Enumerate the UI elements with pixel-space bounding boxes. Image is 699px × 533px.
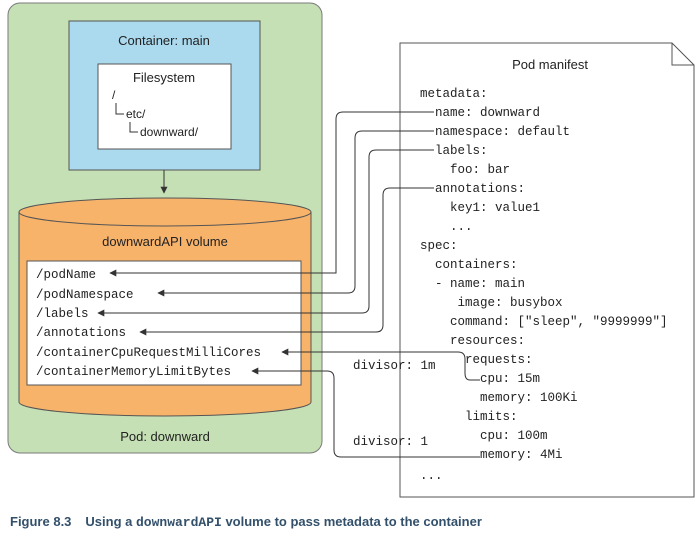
connector-memory-limit-to-memory-file xyxy=(251,367,480,458)
yaml-line: labels: xyxy=(420,144,488,158)
yaml-line: ... xyxy=(420,220,473,234)
yaml-line: memory: 100Ki xyxy=(420,391,578,405)
yaml-line: requests: xyxy=(420,353,533,367)
filesystem-box xyxy=(97,63,232,150)
connector-namespace-to-podnamespace xyxy=(157,130,434,297)
yaml-line: annotations: xyxy=(420,182,525,196)
filesystem-root: / xyxy=(112,88,116,102)
file-podnamespace: /podNamespace xyxy=(36,288,134,302)
manifest-title: Pod manifest xyxy=(512,57,588,72)
file-container-cpu: /containerCpuRequestMilliCores xyxy=(36,346,261,360)
volume-file-list xyxy=(26,260,302,386)
file-podname: /podName xyxy=(36,268,96,282)
manifest-fold xyxy=(671,43,694,66)
yaml-line: key1: value1 xyxy=(420,201,540,215)
yaml-line: command: ["sleep", "9999999"] xyxy=(420,315,668,329)
yaml-line: metadata: xyxy=(420,87,488,101)
pod-label: Pod: downward xyxy=(120,429,210,444)
yaml-line: name: downward xyxy=(420,106,540,120)
divisor-memory-label: divisor: 1 xyxy=(353,435,428,449)
yaml-line: image: busybox xyxy=(420,296,563,310)
yaml-line: cpu: 100m xyxy=(420,429,548,443)
yaml-line: cpu: 15m xyxy=(420,372,540,386)
manifest-yaml: metadata: name: downward namespace: defa… xyxy=(420,87,668,483)
tree-branch-etc xyxy=(115,103,124,115)
file-container-memory: /containerMemoryLimitBytes xyxy=(36,365,231,379)
filesystem-etc: etc/ xyxy=(126,107,146,121)
figure-caption: Figure 8.3 Using a downwardAPI volume to … xyxy=(10,514,690,530)
yaml-line: memory: 4Mi xyxy=(420,448,563,462)
volume-cylinder-top xyxy=(18,197,312,227)
container-label: Container: main xyxy=(118,33,210,48)
caption-text-before: Using a xyxy=(85,514,136,529)
filesystem-downward: downward/ xyxy=(140,125,199,139)
divisor-cpu-label: divisor: 1m xyxy=(353,359,436,373)
yaml-line: namespace: default xyxy=(420,125,570,139)
caption-figure-number: Figure 8.3 xyxy=(10,514,72,529)
yaml-line: spec: xyxy=(420,239,458,253)
yaml-line: foo: bar xyxy=(420,163,510,177)
connector-annotations-to-annotations xyxy=(139,187,434,336)
connector-labels-to-labels xyxy=(97,149,434,317)
file-annotations: /annotations xyxy=(36,326,126,340)
connector-cpu-request-to-cpu-file xyxy=(281,348,480,381)
yaml-line: - name: main xyxy=(420,277,525,291)
manifest-document xyxy=(399,42,695,498)
yaml-line: resources: xyxy=(420,334,525,348)
filesystem-title: Filesystem xyxy=(133,70,195,85)
yaml-line: limits: xyxy=(420,410,518,424)
caption-text-after: volume to pass metadata to the container xyxy=(221,514,482,529)
caption-code: downwardAPI xyxy=(136,515,222,530)
tree-branch-downward xyxy=(129,122,138,133)
yaml-line: ... xyxy=(420,469,443,483)
yaml-line: containers: xyxy=(420,258,518,272)
file-labels: /labels xyxy=(36,307,89,321)
volume-title: downwardAPI volume xyxy=(102,234,228,249)
connector-name-to-podname xyxy=(109,111,434,277)
downward-api-diagram: Pod: downward Container: main Filesystem… xyxy=(7,2,695,498)
